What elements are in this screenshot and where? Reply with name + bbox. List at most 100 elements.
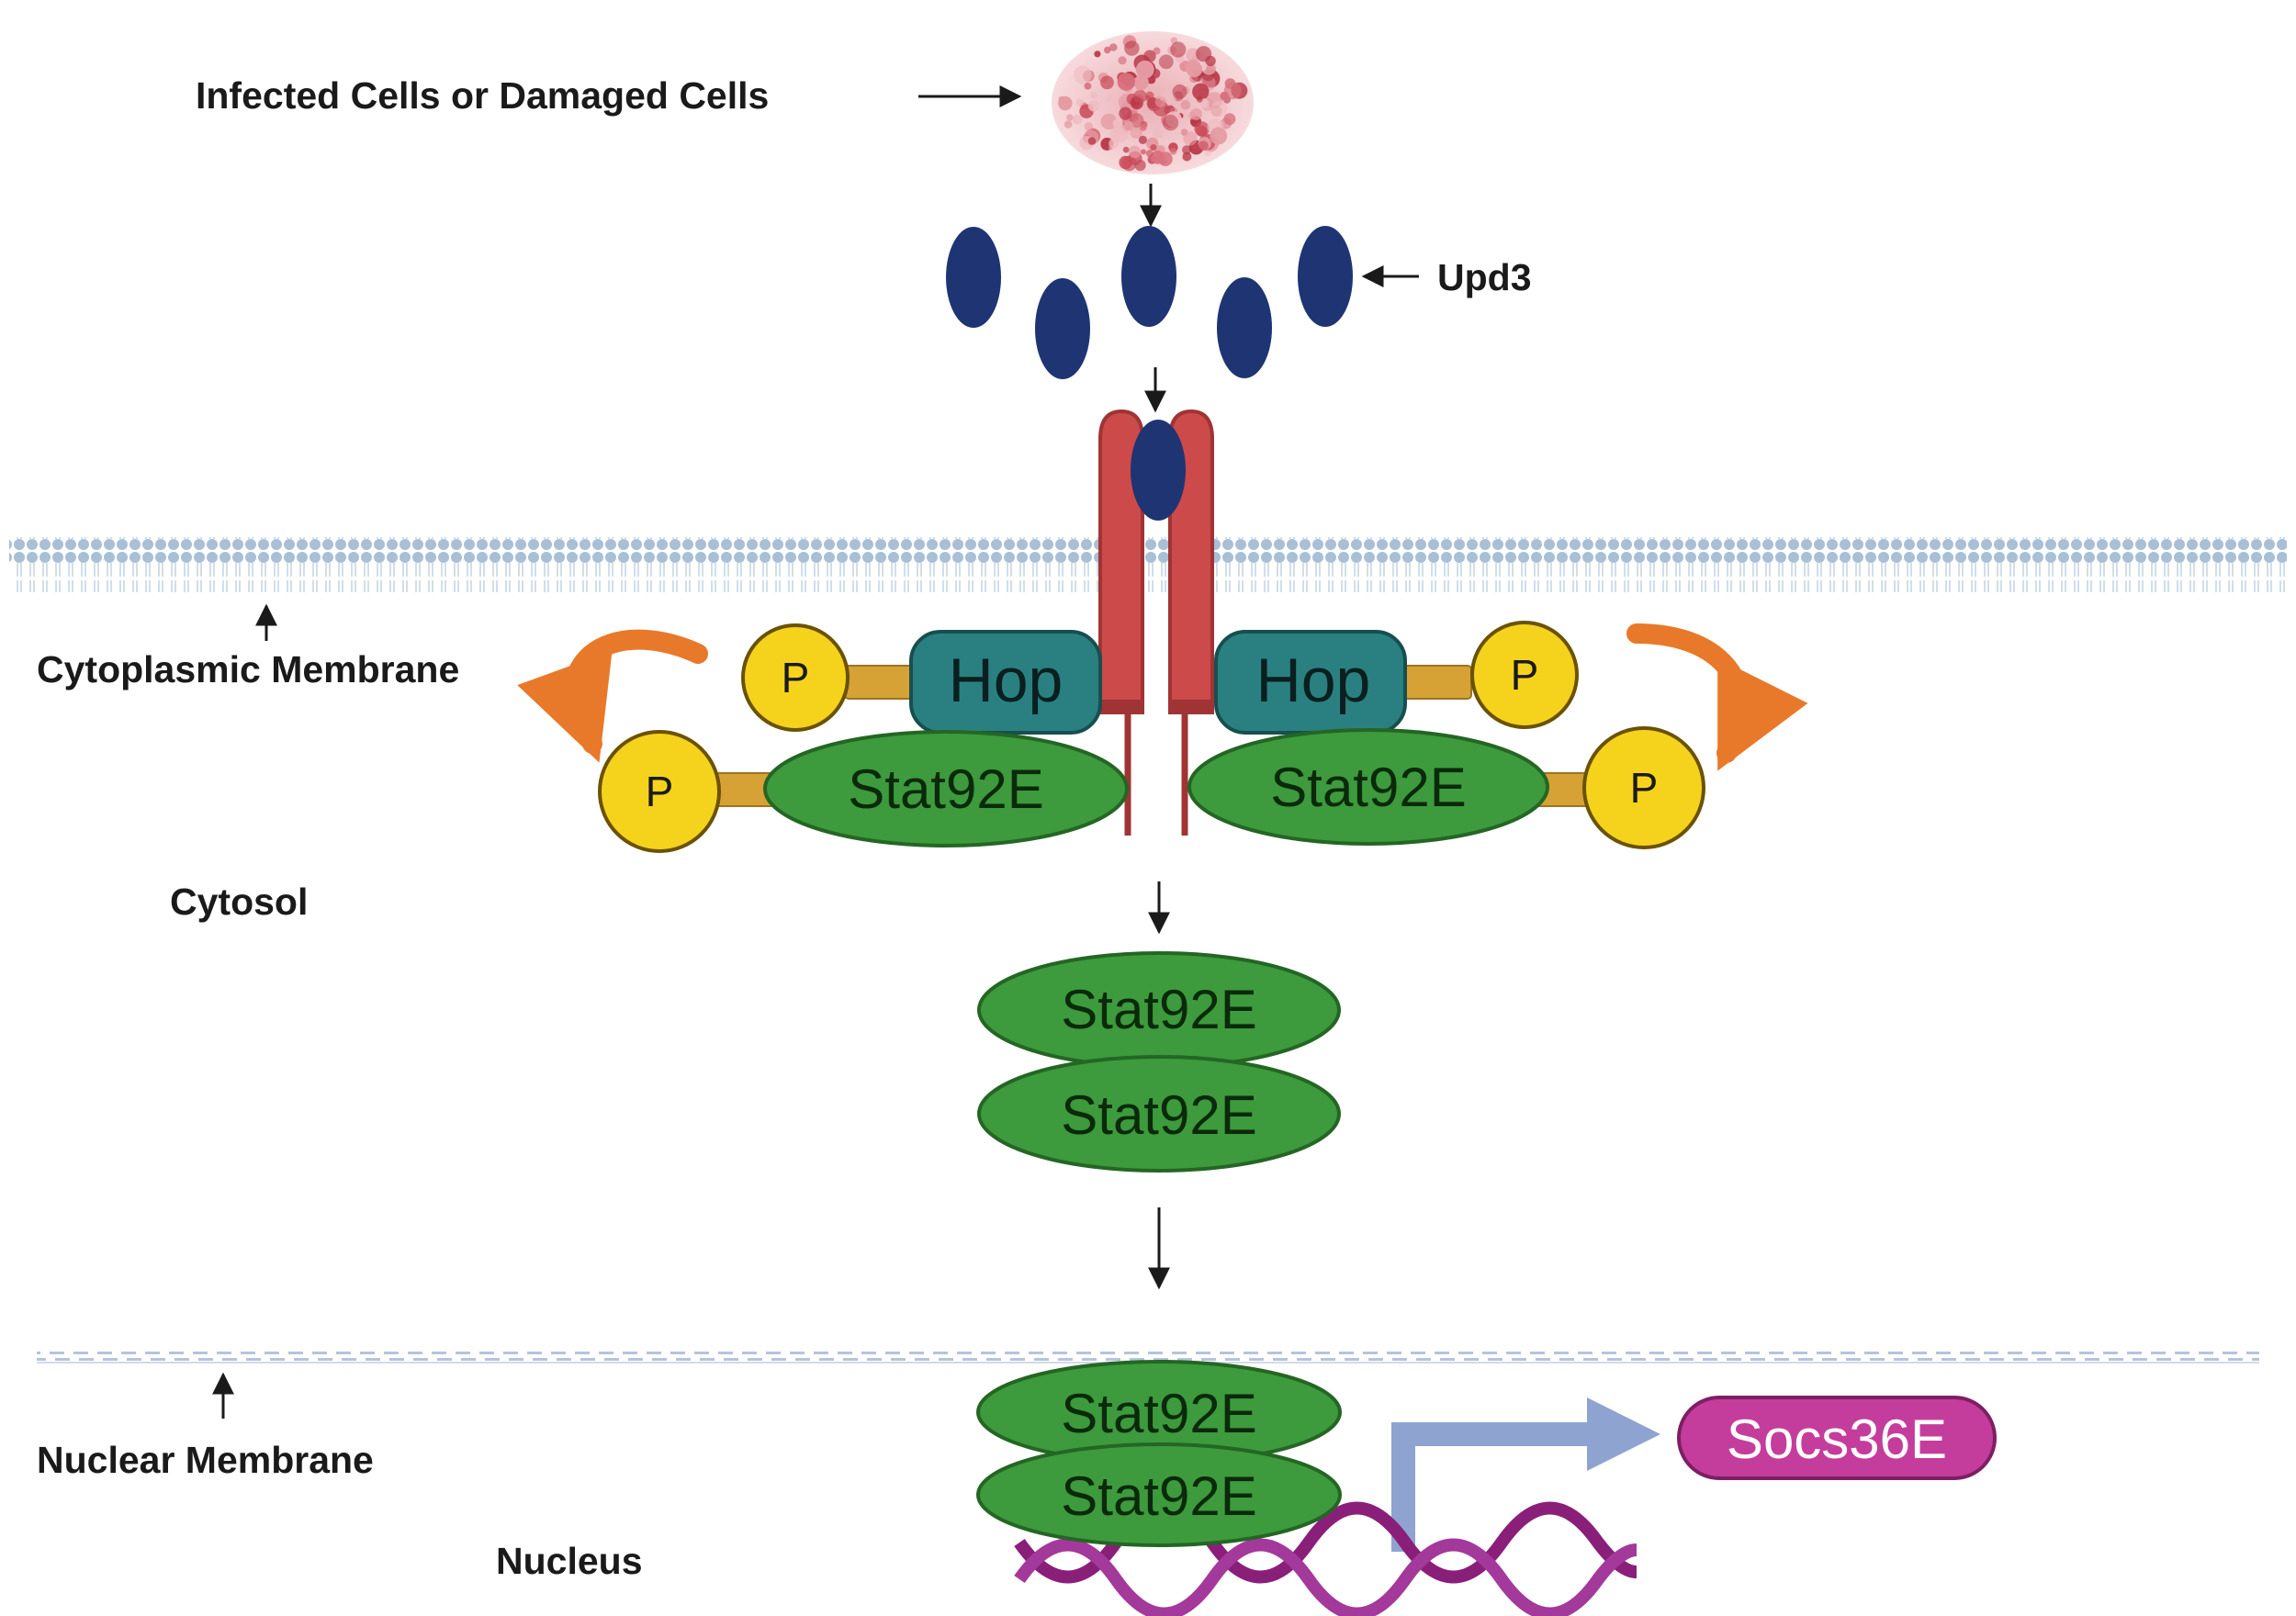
cell-particle [1133, 89, 1147, 104]
upd3-ligands [946, 226, 1353, 379]
phosphate-icon [741, 623, 850, 732]
cell-particle [1186, 61, 1203, 78]
cell-particle [1140, 149, 1146, 155]
cell-particle [1072, 114, 1083, 125]
transcription-arrowhead [1587, 1397, 1660, 1471]
cell-particle [1084, 82, 1092, 90]
cell-particle [1192, 83, 1210, 101]
cell-particle [1153, 47, 1161, 55]
cell-particle [1150, 151, 1165, 164]
cell-particle [1180, 100, 1191, 110]
cell-particle [1104, 46, 1111, 54]
cell-particle [1139, 123, 1147, 131]
nuclear-membrane [37, 1348, 2259, 1361]
stat92e-dimer-lower-label: Stat92E [1061, 1084, 1257, 1146]
cell-particle [1112, 118, 1123, 129]
cytoplasmic-membrane [9, 537, 2287, 592]
stat92e-right [1187, 728, 1549, 846]
socs36e-gene-product [1677, 1396, 1997, 1480]
cell-particle [1090, 92, 1097, 99]
stat92e-nuclear-lower [976, 1442, 1342, 1547]
stat92e-left [763, 730, 1129, 847]
phosphate-icon [1470, 621, 1579, 729]
left-hop-complex: P Hop [741, 623, 1102, 735]
upd3-ligand-icon [1121, 226, 1176, 327]
cell-particle [1169, 148, 1177, 155]
socs36e-label: Socs36E [1727, 1408, 1947, 1470]
cell-particle [1121, 155, 1137, 172]
phosphorylation-arrow-left [517, 629, 708, 763]
cell-particle [1122, 146, 1130, 153]
phosphate-label: P [782, 654, 810, 701]
cell-particle [1172, 84, 1187, 99]
cytosolic-stat92e-dimer: Stat92E Stat92E [977, 951, 1341, 1173]
cell-particle [1194, 121, 1210, 137]
cell-particle [1210, 105, 1222, 117]
transcription-arrow [1391, 1422, 1603, 1552]
cell-particle [1058, 95, 1064, 102]
cell-particle [1158, 54, 1174, 70]
cell-particle [1204, 150, 1211, 157]
left-stat-complex: Stat92E P [598, 730, 1129, 853]
cell-particle [1094, 50, 1101, 58]
hop-left-label: Hop [949, 645, 1064, 715]
phosphate-icon [598, 730, 721, 853]
cell-particle [1220, 91, 1229, 101]
upd3-label: Upd3 [1437, 256, 1532, 298]
cell-particle [1138, 135, 1147, 144]
upd3-ligand-icon [1298, 226, 1353, 327]
hop-left [909, 630, 1102, 735]
cell-particle [1150, 144, 1157, 152]
stat92e-left-label: Stat92E [848, 758, 1044, 820]
cytoplasmic-membrane-label: Cytoplasmic Membrane [37, 648, 459, 690]
cell-particle [1087, 99, 1100, 112]
cell-particle [1170, 41, 1187, 58]
cell-particle [1123, 120, 1134, 131]
cell-particle [1106, 95, 1113, 103]
cell-particle [1100, 75, 1114, 90]
cell-particle [1196, 46, 1212, 62]
bound-upd3-icon [1131, 420, 1186, 521]
infected-cells-label-group: Infected Cells or Damaged Cells [196, 74, 1022, 117]
phosphate-label: P [1511, 651, 1539, 699]
cell-particle [1130, 126, 1142, 139]
nuclear-stat92e-dimer: Stat92E Stat92E [976, 1360, 1342, 1547]
cell-particle [1154, 95, 1166, 107]
cell-particle [1223, 113, 1236, 126]
cell-particle [1084, 122, 1094, 131]
cell-particle [1109, 43, 1118, 51]
stat92e-right-label: Stat92E [1270, 757, 1467, 818]
stat92e-dimer-lower [977, 1055, 1341, 1173]
cell-particle [1117, 73, 1136, 91]
cell-particle [1135, 60, 1154, 79]
receptor-dimer [1098, 409, 1214, 836]
cell-particle [1109, 128, 1124, 142]
phosphate-label: P [1630, 764, 1659, 812]
cell-particle [1199, 140, 1209, 152]
infected-cells-label: Infected Cells or Damaged Cells [196, 74, 769, 117]
infected-cells-icon [1052, 31, 1254, 174]
cell-particle [1183, 131, 1198, 146]
cell-particle [1136, 85, 1142, 91]
cell-particle [1074, 65, 1092, 84]
cell-particle [1100, 113, 1118, 130]
cell-particle [1128, 145, 1142, 159]
nucleus-label: Nucleus [496, 1540, 643, 1582]
cell-particle [1162, 114, 1179, 131]
phosphorylation-arrow-right [1626, 623, 1808, 771]
cell-particle [1210, 127, 1228, 145]
cell-particle [1087, 137, 1097, 145]
cell-particle [1109, 145, 1115, 152]
cell-particle [1182, 152, 1192, 162]
right-stat-complex: Stat92E P [1187, 726, 1705, 849]
stat92e-dimer-upper-label: Stat92E [1061, 979, 1257, 1040]
cell-particle [1075, 98, 1084, 107]
stat92e-nuclear-upper-label: Stat92E [1061, 1383, 1257, 1444]
cytosol-label: Cytosol [170, 881, 308, 923]
cell-particle [1153, 128, 1164, 139]
upd3-ligand-icon [1217, 277, 1272, 378]
cell-particle [1134, 159, 1146, 172]
cell-particle [1129, 113, 1144, 128]
hop-right-label: Hop [1256, 645, 1371, 715]
